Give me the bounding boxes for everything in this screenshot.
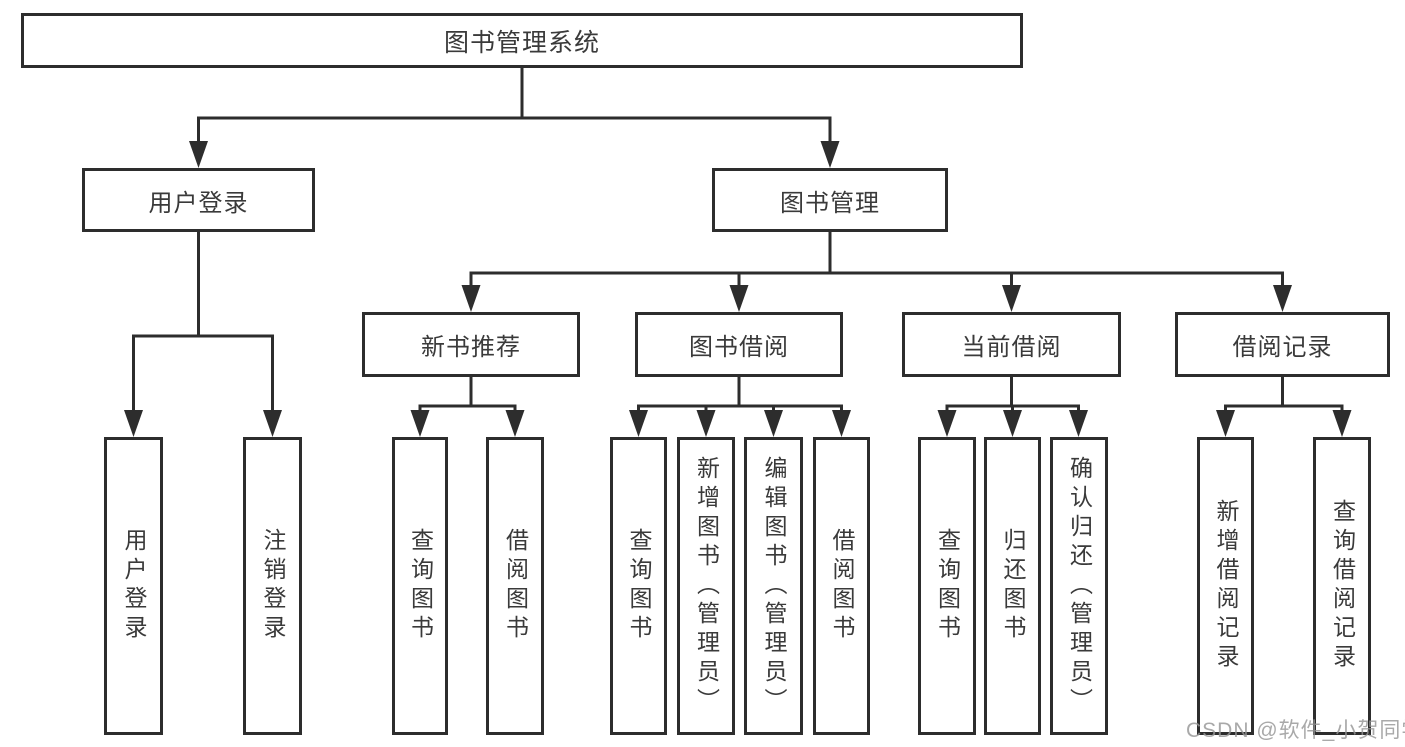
leaf-user-login-label: 用户登录	[121, 528, 147, 644]
leaf-bb-edit-books-label: 编辑图书（管理员）	[761, 455, 787, 717]
connector-currentborrow-leaves	[937, 377, 1088, 437]
leaf-cb-query-books: 查询图书	[918, 437, 976, 735]
arrowhead-bb-add	[696, 410, 716, 437]
leaf-bb-query-books-label: 查询图书	[626, 528, 652, 644]
arrowhead-rec-borrow	[505, 410, 525, 437]
node-user-login: 用户登录	[82, 168, 315, 232]
connector-root-to-level2	[189, 68, 840, 168]
arrowhead-bb-query	[629, 410, 648, 437]
arrowhead-borrow-records	[1273, 285, 1292, 312]
leaf-cb-confirm-return-label: 确认归还（管理员）	[1066, 455, 1093, 717]
node-current-borrow-label: 当前借阅	[961, 334, 1062, 361]
arrowhead-leaf-logout	[263, 410, 282, 437]
arrowhead-rec-query	[410, 410, 430, 437]
leaf-bb-add-books: 新增图书（管理员）	[677, 437, 735, 735]
leaf-br-add-record: 新增借阅记录	[1197, 437, 1254, 735]
arrowhead-cb-query	[937, 410, 957, 437]
leaf-br-add-record-label: 新增借阅记录	[1213, 499, 1239, 673]
node-current-borrow: 当前借阅	[902, 312, 1121, 377]
node-book-management: 图书管理	[712, 168, 948, 232]
arrowhead-current-borrow	[1002, 285, 1021, 312]
node-new-book-recommend-label: 新书推荐	[421, 334, 521, 361]
arrowhead-cb-confirm	[1069, 410, 1088, 437]
csdn-watermark: CSDN @软件_小贺同学	[1186, 719, 1405, 742]
leaf-logout: 注销登录	[243, 437, 302, 735]
leaf-rec-borrow-books: 借阅图书	[486, 437, 544, 735]
connector-bookmgmt-to-level3	[461, 232, 1292, 312]
arrowhead-book-management	[820, 141, 840, 168]
leaf-br-query-record: 查询借阅记录	[1313, 437, 1371, 735]
arrowhead-cb-return	[1003, 410, 1022, 437]
leaf-logout-label: 注销登录	[260, 528, 286, 644]
leaf-cb-confirm-return: 确认归还（管理员）	[1050, 437, 1108, 735]
arrowhead-new-book-recommend	[461, 285, 481, 312]
arrowhead-user-login	[189, 141, 208, 168]
leaf-bb-borrow-books-label: 借阅图书	[829, 528, 855, 644]
leaf-br-query-record-label: 查询借阅记录	[1329, 499, 1356, 673]
node-book-borrow-label: 图书借阅	[689, 334, 789, 361]
node-root: 图书管理系统	[21, 13, 1023, 68]
node-borrow-records: 借阅记录	[1175, 312, 1390, 377]
connector-borrowrecords-leaves	[1216, 377, 1352, 437]
node-book-borrow: 图书借阅	[635, 312, 843, 377]
arrowhead-bb-borrow	[832, 410, 851, 437]
leaf-rec-query-books-label: 查询图书	[407, 528, 434, 644]
leaf-cb-return-books: 归还图书	[984, 437, 1041, 735]
arrowhead-leaf-user-login	[124, 410, 143, 437]
arrowhead-br-add	[1216, 410, 1235, 437]
leaf-bb-add-books-label: 新增图书（管理员）	[693, 455, 720, 717]
leaf-rec-borrow-books-label: 借阅图书	[502, 528, 529, 644]
node-new-book-recommend: 新书推荐	[362, 312, 580, 377]
connector-bookborrow-leaves	[629, 377, 851, 437]
connector-recommend-leaves	[410, 377, 525, 437]
arrowhead-bb-edit	[764, 410, 783, 437]
leaf-cb-query-books-label: 查询图书	[934, 528, 961, 644]
node-borrow-records-label: 借阅记录	[1232, 334, 1333, 361]
leaf-bb-query-books: 查询图书	[610, 437, 667, 735]
node-book-management-label: 图书管理	[780, 189, 880, 217]
leaf-cb-return-books-label: 归还图书	[1000, 528, 1026, 644]
leaf-rec-query-books: 查询图书	[392, 437, 448, 735]
leaf-bb-edit-books: 编辑图书（管理员）	[744, 437, 803, 735]
arrowhead-book-borrow	[729, 285, 749, 312]
arrowhead-br-query	[1332, 410, 1352, 437]
leaf-bb-borrow-books: 借阅图书	[813, 437, 870, 735]
leaf-user-login: 用户登录	[104, 437, 163, 735]
node-root-label: 图书管理系统	[443, 28, 600, 57]
node-user-login-label: 用户登录	[148, 189, 249, 217]
connector-userlogin-leaves	[124, 232, 282, 437]
